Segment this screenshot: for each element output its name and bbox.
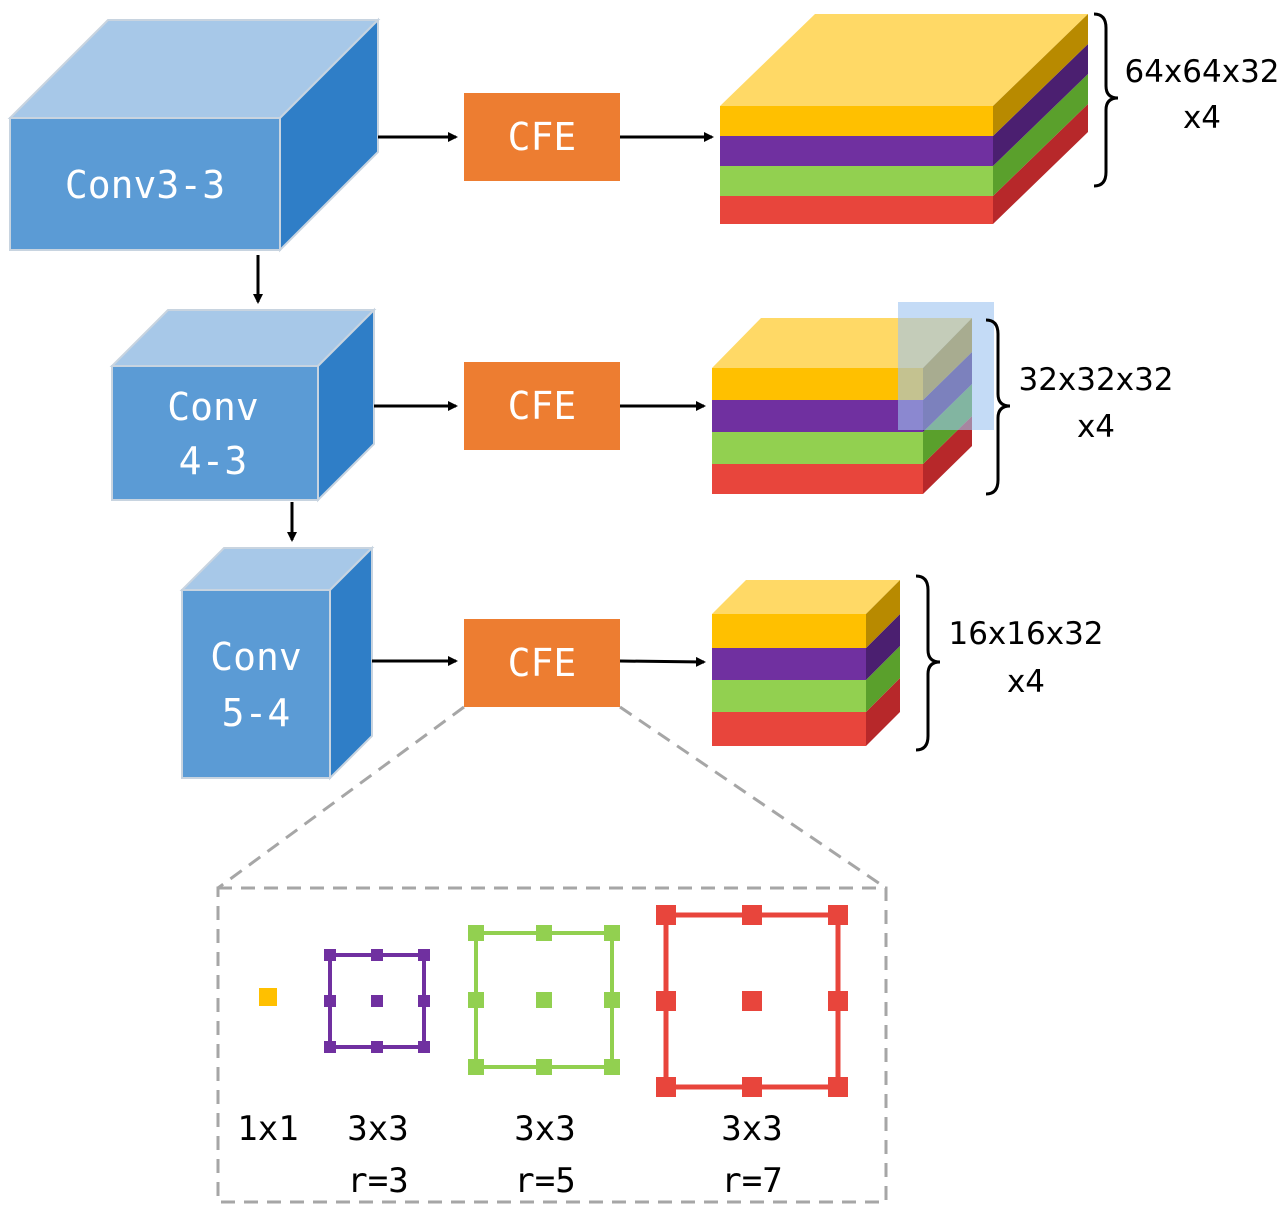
kernel-r3-taps — [324, 949, 430, 1053]
conv-block-1-label: Conv3-3 — [65, 163, 225, 207]
brace-3 — [915, 574, 941, 752]
cfe-block-3: CFE — [464, 619, 620, 707]
brace-1 — [1093, 12, 1119, 188]
stack-2-purple-layer — [712, 400, 923, 432]
stack-3-purple-side — [866, 614, 900, 680]
stack-2-red-layer — [712, 464, 923, 494]
output-1-dims: 64x64x32 — [1124, 54, 1279, 90]
cfe-block-1-box — [464, 93, 620, 181]
cfe-block-3-box — [464, 619, 620, 707]
output-3-mult: x4 — [1007, 664, 1045, 700]
conv-block-2-label-line1: Conv — [167, 385, 259, 429]
zoom-guide-right — [619, 705, 887, 890]
stack-1-purple-side — [993, 44, 1088, 166]
kernel-r7-size: 3x3 — [721, 1109, 782, 1149]
conv-block-2: Conv 4-3 — [109, 307, 377, 503]
cfe-detail-panel — [216, 886, 888, 1204]
stack-1-green-layer — [720, 166, 993, 196]
stack-3-red-layer — [712, 712, 866, 746]
kernel-r7-taps — [656, 905, 848, 1097]
kernel-r5-rate: r=5 — [514, 1161, 575, 1201]
kernel-r3-rate: r=3 — [347, 1161, 408, 1201]
feature-stack-2 — [712, 302, 994, 494]
conv-block-3-label-line2: 5-4 — [222, 691, 291, 735]
output-2-dims: 32x32x32 — [1018, 362, 1173, 398]
stack-3-purple-layer — [712, 648, 866, 680]
cfe-block-2: CFE — [464, 362, 620, 450]
stack-2-yellow-layer — [712, 368, 923, 400]
stack-3-yellow-side — [866, 580, 900, 648]
stack-2-highlight-region — [898, 302, 994, 430]
brace-2 — [985, 318, 1011, 496]
kernel-r3-size: 3x3 — [347, 1109, 408, 1149]
stack-3-red-side — [866, 678, 900, 746]
kernel-r7-rate: r=7 — [721, 1161, 782, 1201]
kernel-3x3-r3: 3x3 r=3 — [324, 949, 430, 1201]
cfe-block-3-label: CFE — [508, 641, 577, 685]
kernel-r5-size: 3x3 — [514, 1109, 575, 1149]
kernel-1x1-dot — [259, 988, 277, 1006]
cfe-block-2-label: CFE — [508, 384, 577, 428]
kernel-1x1-size: 1x1 — [237, 1109, 298, 1149]
stack-3-yellow-layer — [712, 614, 866, 648]
conv-block-1-front — [9, 117, 281, 251]
output-2-mult: x4 — [1077, 409, 1115, 445]
stack-3-green-side — [866, 646, 900, 712]
stack-3-yellow-top — [712, 580, 900, 614]
conv-block-2-front — [111, 365, 319, 501]
conv-block-3: Conv 5-4 — [179, 545, 375, 781]
output-3-dims: 16x16x32 — [948, 616, 1103, 652]
stack-1-green-side — [993, 74, 1088, 196]
cfe-block-1: CFE — [464, 93, 620, 181]
kernel-r5-taps — [468, 925, 620, 1075]
kernel-3x3-r5: 3x3 r=5 — [468, 925, 620, 1201]
conv-block-2-label-line2: 4-3 — [179, 439, 248, 483]
feature-stack-1 — [720, 14, 1088, 224]
cfe-block-1-label: CFE — [508, 115, 577, 159]
stack-1-yellow-side — [993, 14, 1088, 136]
stack-1-purple-layer — [720, 136, 993, 166]
stack-1-red-layer — [720, 196, 993, 224]
zoom-guide-left — [217, 705, 465, 890]
conv-block-1: Conv3-3 — [7, 17, 381, 253]
stack-1-red-side — [993, 104, 1088, 224]
feature-stack-3 — [712, 580, 900, 746]
arrow-cfe3-to-stack3 — [619, 656, 706, 667]
conv-block-3-front — [181, 589, 331, 779]
conv-block-3-side — [329, 545, 373, 781]
conv-block-3-label-line1: Conv — [210, 635, 302, 679]
kernel-1x1: 1x1 — [237, 988, 299, 1149]
output-1-mult: x4 — [1183, 100, 1221, 136]
stack-2-green-layer — [712, 432, 923, 464]
stack-3-green-layer — [712, 680, 866, 712]
kernel-3x3-r7: 3x3 r=7 — [656, 905, 848, 1201]
stack-1-yellow-top — [720, 14, 1088, 106]
cfe-block-2-box — [464, 362, 620, 450]
stack-2-red-side — [923, 416, 972, 494]
stack-1-yellow-layer — [720, 106, 993, 136]
